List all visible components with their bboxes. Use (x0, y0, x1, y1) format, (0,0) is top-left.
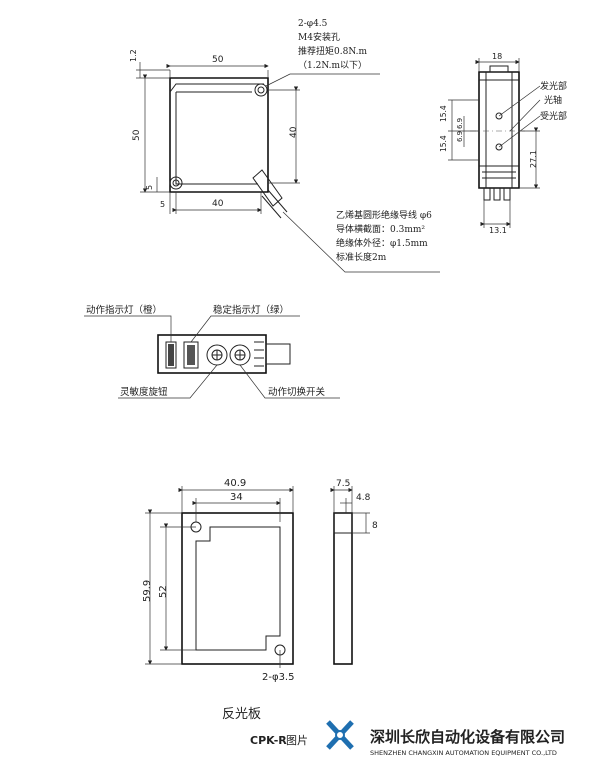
side-dim-axis-lower: 6.9 (456, 131, 464, 142)
dim-top-width: 50 (212, 55, 224, 65)
cable-note-2: 导体横截面：0.3mm² (336, 223, 425, 235)
label-emitter: 发光部 (540, 80, 567, 92)
dim-edge-offset: 1.2 (129, 49, 138, 62)
side-dim-axis-upper: 6.9 (456, 118, 464, 129)
dim-left-height: 50 (132, 129, 142, 141)
reflector-dim-outer-width: 40.9 (224, 478, 246, 489)
hole-note-2: M4安装孔 (298, 31, 340, 43)
reflector-dim-outer-height: 59.9 (142, 580, 153, 602)
reflector-hole-spec: 2-φ3.5 (262, 672, 294, 683)
label-mode-switch: 动作切换开关 (268, 386, 326, 398)
label-sensitivity-knob: 灵敏度旋钮 (120, 386, 168, 398)
side-dim-width: 18 (492, 52, 502, 61)
control-panel-view: 动作指示灯（橙） 稳定指示灯（绿） 灵敏度旋钮 动作切换开关 (84, 304, 340, 399)
footer: CPK-R 图片 深圳长欣自动化设备有限公司 SHENZHEN CHANGXIN… (250, 720, 565, 757)
dim-hole-spacing: 40 (212, 199, 224, 209)
side-dim-bottom: 13.1 (489, 226, 507, 235)
model-name: CPK-R (250, 734, 287, 747)
model-overlay: 图片 (286, 734, 308, 747)
cable-note-3: 绝缘体外径：φ1.5mm (336, 237, 428, 249)
reflector-side-height: 8 (372, 521, 378, 531)
side-dim-right: 27.1 (529, 150, 538, 168)
hole-note-3: 推荐扭矩0.8N.m (298, 45, 367, 57)
side-dim-lower: 15.4 (439, 135, 448, 152)
company-logo-icon (326, 720, 354, 750)
company-name-cn: 深圳长欣自动化设备有限公司 (370, 728, 565, 746)
label-stable-indicator: 稳定指示灯（绿） (213, 304, 289, 316)
cable-note-1: 乙烯基圆形绝缘导线 φ6 (336, 209, 432, 221)
reflector-side-width: 7.5 (336, 479, 350, 489)
reflector-dim-inner-width: 34 (230, 492, 243, 503)
sensor-side-view: 18 15.4 15.4 6.9 6.9 27.1 13.1 发光部 光轴 受光… (439, 52, 567, 235)
hole-note-1: 2-φ4.5 (298, 19, 328, 29)
reflector-dim-inner-height: 52 (158, 585, 169, 598)
label-action-indicator: 动作指示灯（橙） (86, 304, 162, 316)
dim-hole-offset-v: 5 (145, 185, 154, 190)
company-name-en: SHENZHEN CHANGXIN AUTOMATION EQUIPMENT C… (370, 749, 557, 757)
label-optical-axis: 光轴 (544, 94, 562, 106)
hole-note-4: （1.2N.m以下） (298, 60, 367, 71)
label-receiver: 受光部 (540, 110, 567, 122)
reflector-view: 40.9 34 59.9 52 2-φ3.5 7.5 4.8 8 反光板 (142, 478, 378, 722)
cable-note-4: 标准长度2m (336, 251, 387, 263)
sensor-front-view: 50 1.2 50 5 40 5 40 2-φ4.5 M4安装孔 推荐扭矩0.8… (129, 19, 440, 273)
dim-right-height: 40 (289, 126, 299, 138)
dim-hole-offset-h: 5 (160, 200, 165, 209)
reflector-side-depth: 4.8 (356, 493, 371, 503)
reflector-caption: 反光板 (222, 707, 261, 722)
side-dim-upper: 15.4 (439, 105, 448, 122)
